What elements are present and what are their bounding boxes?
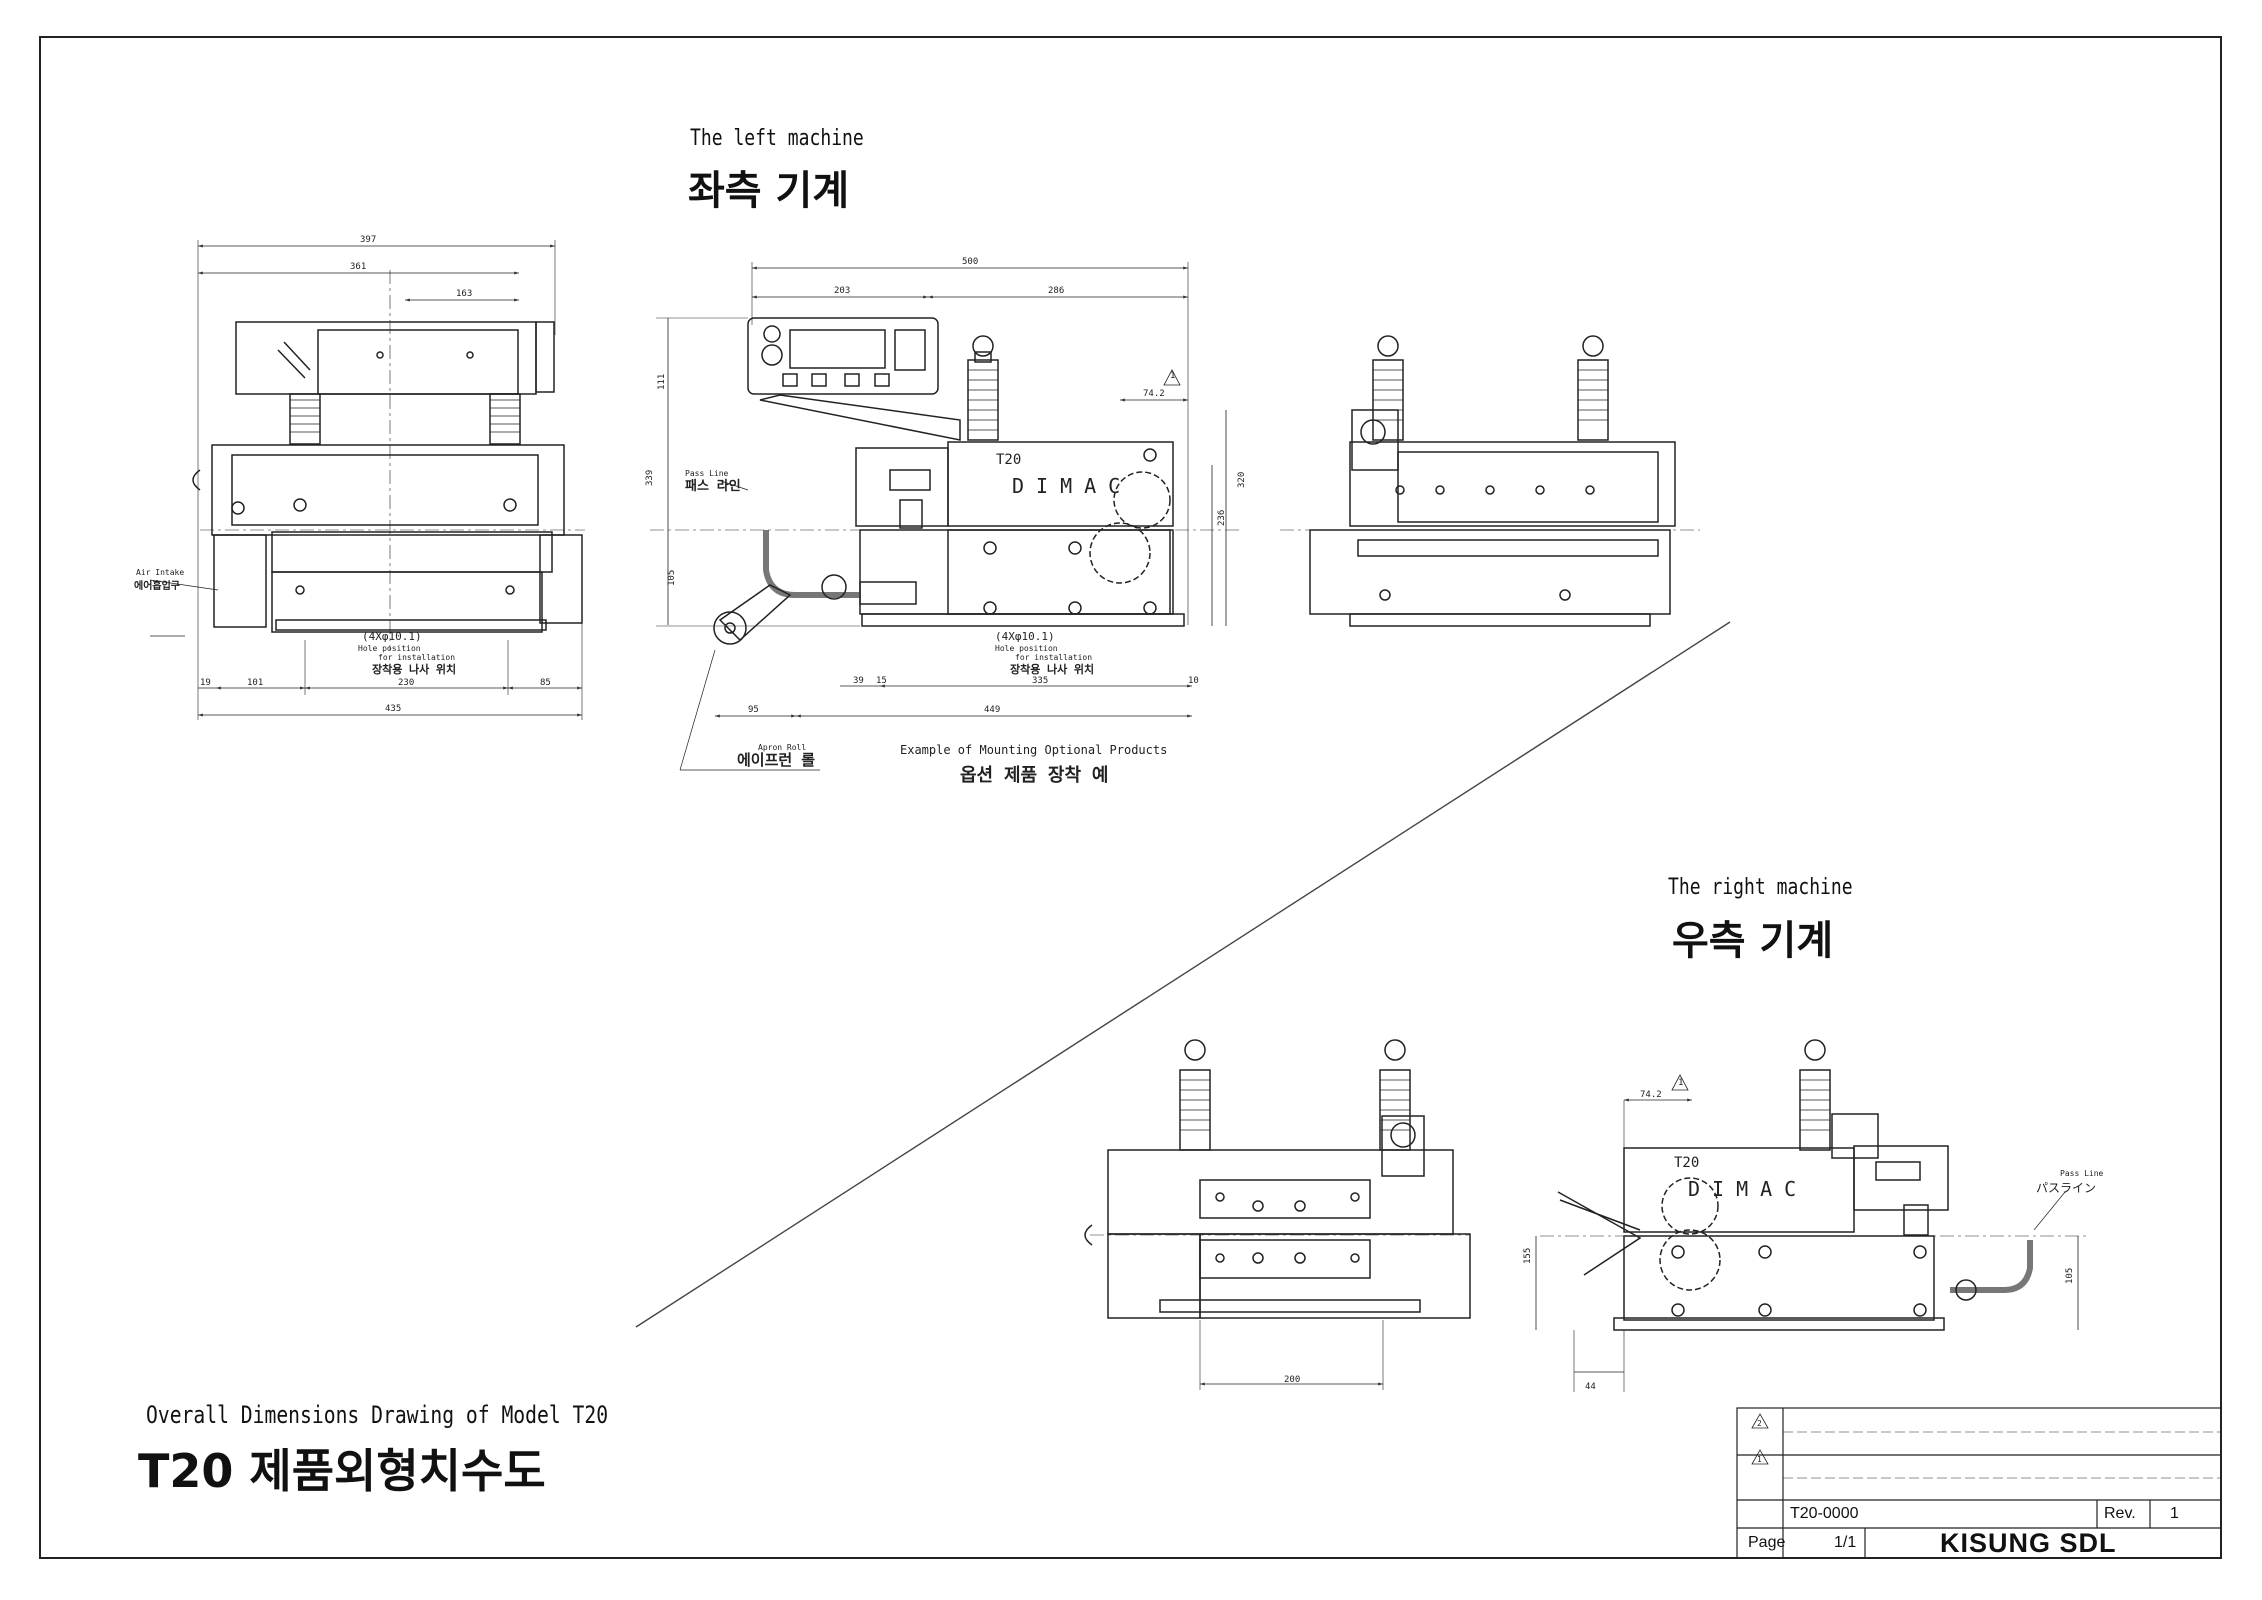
- front-view: [149, 240, 585, 720]
- right-model-label: T20: [1674, 1155, 1699, 1171]
- side-model-label: T20: [996, 452, 1021, 468]
- dim-236: 236: [1217, 510, 1227, 526]
- pass-line-label-ko: 패스 라인: [685, 478, 741, 494]
- right-pass-line-jp: パスライン: [2036, 1181, 2096, 1195]
- dim-435: 435: [385, 704, 401, 714]
- dim-449: 449: [984, 705, 1000, 715]
- dim-44: 44: [1585, 1382, 1596, 1392]
- drawing-number: T20-0000: [1790, 1505, 1859, 1522]
- dim-right-105: 105: [2065, 1268, 2075, 1284]
- title-block-marks: 2 1: [1757, 1419, 1762, 1464]
- right-machine-heading-en: The right machine: [1668, 875, 1853, 900]
- side-hole-spec: (4Xφ10.1): [995, 630, 1055, 643]
- dim-15: 15: [876, 676, 887, 686]
- title-rev-mark-1: 1: [1757, 1455, 1762, 1464]
- apron-label-en: Apron Roll: [758, 743, 806, 752]
- dim-39: 39: [853, 676, 864, 686]
- rear-view: [1280, 335, 1700, 627]
- option-label-en: Example of Mounting Optional Products: [900, 743, 1167, 757]
- right-front-view: [1084, 1039, 1471, 1390]
- overall-title-en: Overall Dimensions Drawing of Model T20: [146, 1401, 609, 1429]
- rev-label: Rev.: [2104, 1505, 2136, 1522]
- dim-500: 500: [962, 257, 978, 267]
- dim-230: 230: [398, 678, 414, 688]
- title-block: [1736, 1407, 2222, 1559]
- dim-74-2: 74.2: [1143, 389, 1165, 399]
- hole-label-ko: 장착용 나사 위치: [372, 662, 456, 676]
- apron-label-ko: 에이프런 롤: [737, 751, 815, 769]
- dim-320: 320: [1237, 472, 1247, 488]
- right-brand-label: DIMAC: [1688, 1177, 1808, 1201]
- right-side-view: [1535, 1039, 2090, 1392]
- dim-101: 101: [247, 678, 263, 688]
- dim-200: 200: [1284, 1375, 1300, 1385]
- air-intake-label-ko: 에어흡입구: [134, 579, 180, 592]
- dim-361: 361: [350, 262, 366, 272]
- dim-203: 203: [834, 286, 850, 296]
- dim-397: 397: [360, 235, 376, 245]
- side-view: [650, 262, 1240, 771]
- dim-111: 111: [657, 374, 667, 390]
- title-rev-mark-2: 2: [1757, 1419, 1762, 1428]
- dim-19: 19: [200, 678, 211, 688]
- side-hole-label-en-1: Hole position: [995, 644, 1058, 653]
- side-view-dims: 500 203 286 74.2 111 339 105 320 236 39 …: [645, 257, 1247, 786]
- pass-line-label-en: Pass Line: [685, 469, 729, 478]
- air-intake-label-en: Air Intake: [136, 568, 184, 577]
- overall-title-ko: T20 제품외형치수도: [138, 1444, 546, 1498]
- dim-10: 10: [1188, 676, 1199, 686]
- option-label-ko: 옵션 제품 장착 예: [960, 765, 1108, 786]
- dim-335: 335: [1032, 676, 1048, 686]
- hole-label-en-2: for installation: [378, 653, 455, 662]
- right-front-dims: 200: [1284, 1375, 1300, 1385]
- dim-85: 85: [540, 678, 551, 688]
- right-side-dims: 74.2 155 105 44 Pass Line パスライン T20 DIMA…: [1523, 1078, 2104, 1392]
- page-value: 1/1: [1834, 1534, 1857, 1551]
- left-machine-heading-en: The left machine: [690, 126, 864, 151]
- hole-spec: (4Xφ10.1): [362, 630, 422, 643]
- separator-line: [635, 621, 1731, 1328]
- rev-value: 1: [2170, 1505, 2179, 1522]
- side-hole-label-en-2: for installation: [1015, 653, 1092, 662]
- dim-right-74-2: 74.2: [1640, 1090, 1662, 1100]
- dim-105: 105: [667, 570, 677, 586]
- dim-163: 163: [456, 289, 472, 299]
- side-rev-mark: 1: [1170, 371, 1175, 381]
- dim-339: 339: [645, 470, 655, 486]
- side-brand-label: DIMAC: [1012, 474, 1132, 498]
- right-machine-heading-ko: 우측 기계: [1672, 918, 1834, 964]
- dim-155: 155: [1523, 1248, 1533, 1264]
- right-pass-line-en: Pass Line: [2060, 1169, 2104, 1178]
- drawing-frame: [39, 36, 2222, 1559]
- company-name: KISUNG SDL: [1940, 1528, 2117, 1558]
- hole-label-en-1: Hole position: [358, 644, 421, 653]
- dim-95: 95: [748, 705, 759, 715]
- front-view-dims: 397 361 163 19 101 230 85 435 Air Intake…: [134, 235, 551, 714]
- dim-286: 286: [1048, 286, 1064, 296]
- side-hole-label-ko: 장착용 나사 위치: [1010, 662, 1094, 676]
- right-rev-mark: 1: [1678, 1078, 1683, 1088]
- left-machine-heading-ko: 좌측 기계: [688, 168, 850, 214]
- page-label: Page: [1748, 1534, 1786, 1551]
